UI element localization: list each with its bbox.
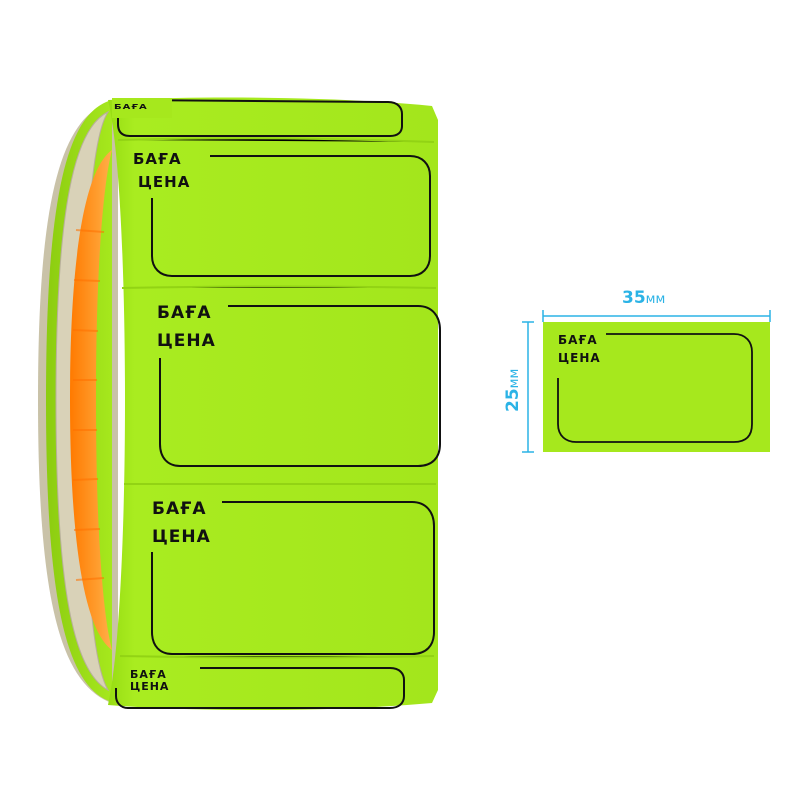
height-unit: мм xyxy=(507,369,522,389)
height-dimension: 25мм xyxy=(503,321,534,453)
roll-label-line1: БАҒА xyxy=(152,499,207,519)
roll-label-separators xyxy=(117,137,437,659)
svg-text:25мм: 25мм xyxy=(503,369,523,412)
width-value: 35 xyxy=(622,288,646,308)
svg-text:35мм: 35мм xyxy=(622,288,665,308)
roll-label: БАҒА ЦЕНА xyxy=(151,499,435,655)
label-roll: БАҒА БАҒА ЦЕНА БАҒА ЦЕНА БАҒА ЦЕНА БАҒА … xyxy=(38,97,441,711)
roll-core-ribs xyxy=(72,229,105,581)
width-unit: мм xyxy=(646,292,666,307)
roll-label: БАҒА ЦЕНА xyxy=(115,667,405,709)
roll-label: БАҒА ЦЕНА xyxy=(133,150,431,277)
sample-label-frame xyxy=(557,333,753,443)
sample-label-line2: ЦЕНА xyxy=(558,351,601,365)
roll-label-line2: ЦЕНА xyxy=(152,527,211,547)
width-dimension: 35мм xyxy=(542,288,771,322)
roll-label: БАҒА xyxy=(112,98,403,137)
roll-label-line1: БАҒА xyxy=(114,104,148,112)
roll-core xyxy=(70,150,112,650)
roll-label: БАҒА ЦЕНА xyxy=(157,303,441,467)
roll-front xyxy=(108,97,438,711)
roll-label-line1: БАҒА xyxy=(130,668,167,681)
roll-label-line2: ЦЕНА xyxy=(157,331,216,351)
sample-label xyxy=(543,322,770,452)
roll-label-line2: ЦЕНА xyxy=(138,173,190,191)
sample-label-line1: БАҒА xyxy=(558,333,598,347)
roll-label-line2: ЦЕНА xyxy=(130,680,169,693)
roll-label-line1: БАҒА xyxy=(157,303,212,323)
sample-label-diagram: 35мм 25мм БАҒА ЦЕНА xyxy=(503,288,771,453)
height-value: 25 xyxy=(503,388,523,412)
roll-label-line1: БАҒА xyxy=(133,150,182,168)
